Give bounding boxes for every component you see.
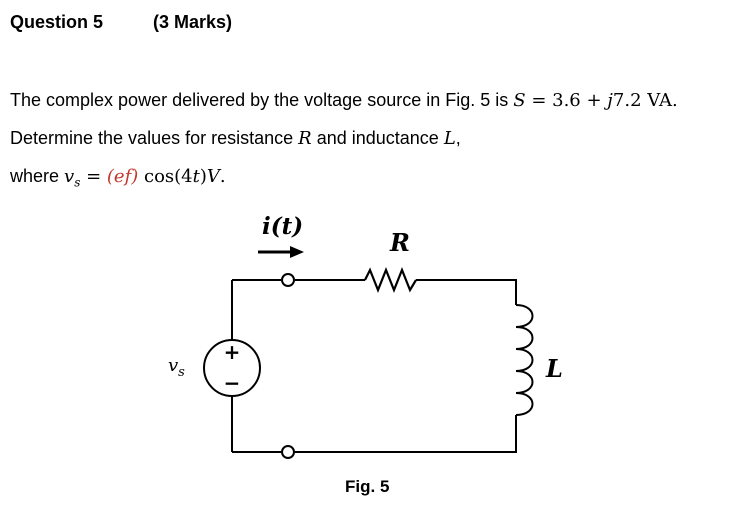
top-terminal xyxy=(281,273,295,287)
line3-period: . xyxy=(219,166,226,187)
voltage-source-circle xyxy=(203,339,261,397)
question-header: Question 5 (3 Marks) xyxy=(10,12,232,33)
resistor-label: R xyxy=(389,228,410,257)
line3-text-a: where xyxy=(10,166,65,186)
top-right-wire xyxy=(416,279,517,305)
resistor-zigzag xyxy=(364,267,417,293)
line3-equals: = xyxy=(80,166,107,187)
problem-line-1: The complex power delivered by the volta… xyxy=(10,90,678,111)
figure-caption: Fig. 5 xyxy=(345,477,390,496)
source-plus-sign: + xyxy=(224,340,241,364)
inductor-label: L xyxy=(545,354,563,383)
current-label: i(t) xyxy=(262,213,303,240)
question-number: Question 5 xyxy=(10,12,104,32)
line2-text-a: Determine the values for resistance xyxy=(10,128,299,148)
question-marks: (3 Marks) xyxy=(153,12,233,32)
source-voltage-symbol: v xyxy=(64,166,75,187)
ef-placeholder: (ef) xyxy=(106,166,139,187)
imaginary-unit: j xyxy=(607,90,613,111)
source-minus-sign: − xyxy=(224,371,241,395)
resistance-symbol: R xyxy=(298,128,312,149)
bottom-terminal xyxy=(281,445,295,459)
time-variable: t xyxy=(192,166,200,187)
volt-unit: V xyxy=(206,166,220,187)
line2-text-c: , xyxy=(455,128,461,148)
line2-text-b: and inductance xyxy=(311,128,444,148)
source-label-sub: s xyxy=(178,365,185,380)
bottom-right-wire xyxy=(295,415,517,453)
line1-text: The complex power delivered by the volta… xyxy=(10,90,514,110)
cos-function: cos(4 xyxy=(138,166,193,187)
problem-line-2: Determine the values for resistance R an… xyxy=(10,128,461,149)
inductance-symbol: L xyxy=(443,128,456,149)
current-arrow-head xyxy=(290,246,304,258)
inductor-coil xyxy=(515,304,534,416)
source-label-v: v xyxy=(168,355,178,376)
source-label: vs xyxy=(168,355,185,380)
complex-power-symbol: S xyxy=(513,90,526,111)
complex-power-equals: = 3.6 + xyxy=(525,90,608,111)
problem-line-3: where vs = (ef) cos(4t)V. xyxy=(10,166,226,190)
source-voltage-subscript: s xyxy=(74,175,81,190)
cos-close: ) xyxy=(199,166,207,187)
complex-power-value: 7.2 VA. xyxy=(612,90,678,111)
